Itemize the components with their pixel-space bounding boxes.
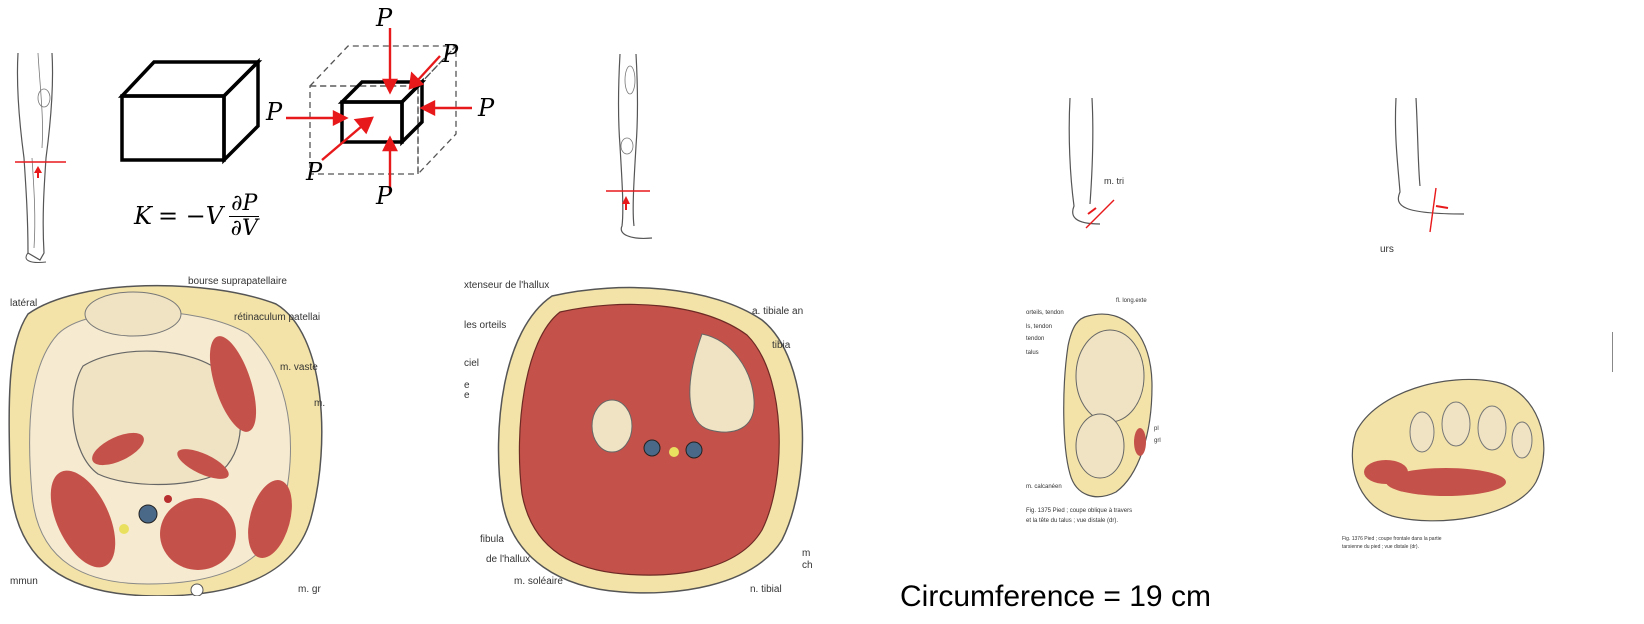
label-lateral: latéral (10, 298, 37, 309)
ankle-label-5: pl (1154, 426, 1159, 432)
foot-level-image: urs (1368, 96, 1478, 266)
equation-numerator: ∂P (229, 192, 259, 217)
pressure-label-right: P (478, 94, 494, 122)
ankle-label-6: grl (1154, 438, 1161, 444)
equation-lhs: K (134, 202, 152, 230)
foot-thumbnail-icon (1612, 332, 1643, 372)
ankle-label-4: talus (1026, 350, 1039, 356)
foot-figure-caption-2: tarsienne du pied ; vue distale (dr). (1342, 544, 1419, 550)
leg-cross-section-image: xtenseur de l'hallux a. tibiale an les o… (462, 280, 820, 596)
foot-cross-section-image: Fig. 1376 Pied ; coupe frontale dans la … (1296, 332, 1644, 558)
label-fibula: fibula (480, 534, 504, 545)
label-retinaculum: rétinaculum patellai (234, 312, 320, 323)
pressure-label-bottom: P (376, 182, 392, 210)
pressure-label-left: P (266, 98, 282, 126)
ankle-figure-caption-2: et la tête du talus ; vue distale (dr). (1026, 518, 1118, 524)
label-ch: ch (802, 560, 813, 571)
ankle-cross-section-image: orteils, tendon fl. long.exte ls, tendon… (1026, 296, 1166, 530)
ankle-label-1: fl. long.exte (1116, 298, 1147, 304)
pressure-label-bottom-left: P (306, 158, 322, 186)
label-extenseur: xtenseur de l'hallux (464, 280, 549, 291)
foot-figure-caption: Fig. 1376 Pied ; coupe frontale dans la … (1342, 536, 1442, 542)
label-n-tibial: n. tibial (750, 584, 782, 595)
ankle-label-3: tendon (1026, 336, 1044, 342)
label-urs: urs (1380, 244, 1394, 255)
label-ciel: ciel (464, 358, 479, 369)
label-m-tri: m. tri (1104, 176, 1124, 186)
ankle-figure-caption: Fig. 1375 Pied ; coupe oblique à travers (1026, 508, 1132, 514)
label-a-tibiale: a. tibiale an (752, 306, 803, 317)
label-tibia: tibia (772, 340, 790, 351)
equation-denominator: ∂V (231, 217, 258, 241)
label-orteils: les orteils (464, 320, 506, 331)
pressure-label-top: P (376, 4, 392, 32)
label-m-right: m (802, 548, 810, 559)
label-e2: e (464, 390, 470, 401)
circumference-caption: Circumference = 19 cm (900, 580, 1211, 614)
bulk-modulus-equation: K = −V ∂P ∂V (134, 186, 259, 246)
knee-level-leg-image (10, 48, 70, 266)
pressure-label-top-right: P (442, 40, 458, 68)
shin-level-leg-image (596, 50, 660, 246)
equation-rhs-prefix: = −V (158, 202, 223, 230)
knee-cross-section-image: bourse suprapatellaire latéral rétinacul… (8, 274, 330, 596)
ankle-label-0: orteils, tendon (1026, 310, 1064, 316)
label-soleaire: m. soléaire (514, 576, 563, 587)
ankle-label-2: ls, tendon (1026, 324, 1052, 330)
label-hallux: de l'hallux (486, 554, 530, 565)
label-m-vaste: m. vaste (280, 362, 318, 373)
label-m: m. (314, 398, 325, 409)
ankle-label-7: m. calcanéen (1026, 484, 1062, 490)
unstressed-cube (122, 62, 258, 160)
ankle-level-leg-image: m. tri (1040, 96, 1160, 236)
label-m-gr: m. gr (298, 584, 321, 595)
label-bourse: bourse suprapatellaire (188, 276, 287, 287)
label-mmun: mmun (10, 576, 38, 587)
